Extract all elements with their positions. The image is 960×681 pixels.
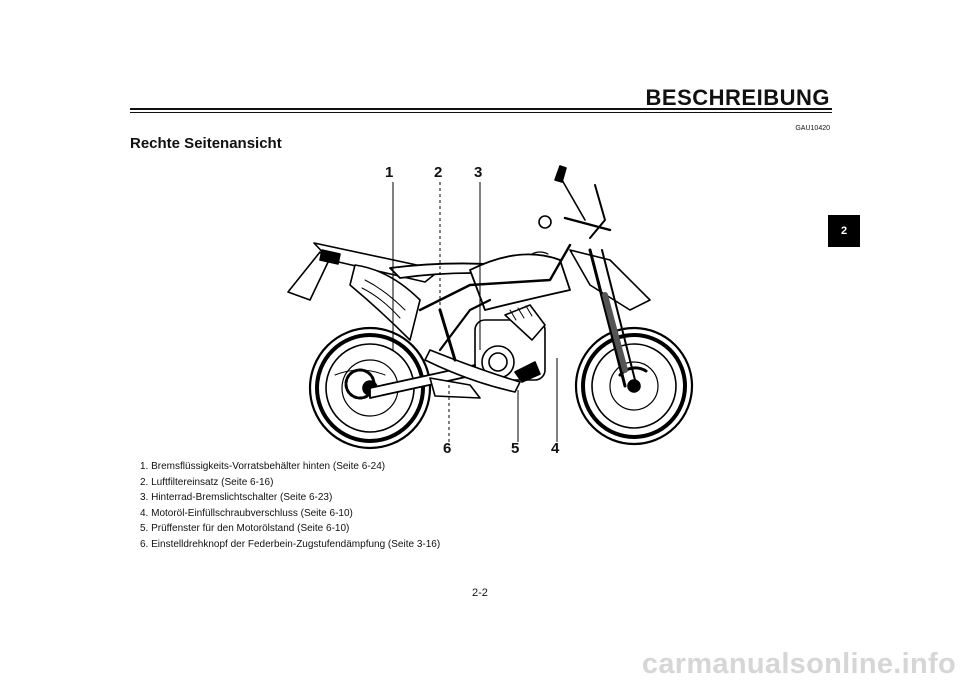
document-code: GAU10420: [795, 125, 830, 132]
legend-item: 4. Motoröl-Einfüllschraubverschluss (Sei…: [140, 507, 353, 519]
legend-list: 1. Bremsflüssigkeits-Vorratsbehälter hin…: [140, 459, 440, 552]
section-title: Rechte Seitenansicht: [130, 135, 282, 152]
front-wheel: [574, 326, 694, 446]
engine: [474, 304, 546, 383]
watermark: carmanualsonline.info: [641, 647, 956, 680]
callout-4: 4: [551, 440, 560, 457]
motorcycle-illustration: [287, 165, 694, 450]
legend-item: 6. Einstelldrehknopf der Federbein-Zugst…: [140, 538, 441, 550]
callout-6: 6: [443, 440, 452, 457]
legend-item: 2. Luftfiltereinsatz (Seite 6-16): [140, 476, 274, 488]
page-number: 2-2: [472, 587, 488, 599]
legend-item: 1. Bremsflüssigkeits-Vorratsbehälter hin…: [140, 461, 386, 472]
callout-3: 3: [474, 164, 483, 181]
page-header-title: BESCHREIBUNG: [645, 85, 830, 110]
callout-1: 1: [385, 164, 394, 181]
header-rule: [130, 108, 832, 110]
callout-2: 2: [434, 164, 443, 181]
chapter-tab: 2: [828, 215, 860, 247]
callout-5: 5: [511, 440, 520, 457]
legend-item: 5. Prüffenster für den Motorölstand (Sei…: [140, 523, 350, 534]
header-rule-thin: [130, 112, 832, 113]
legend-item: 3. Hinterrad-Bremslichtschalter (Seite 6…: [140, 492, 333, 503]
